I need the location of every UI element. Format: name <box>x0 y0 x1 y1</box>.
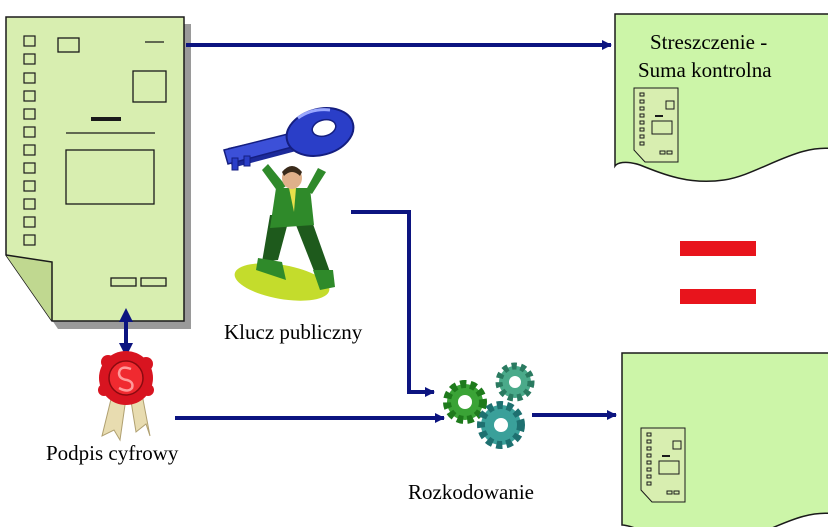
wax-seal-icon <box>98 351 154 442</box>
document-small-icon-2 <box>640 427 686 503</box>
decoding-label: Rozkodowanie <box>408 480 534 504</box>
double-arrow <box>119 308 133 357</box>
document-small-icon <box>633 87 679 163</box>
arrow-key-to-decode <box>351 210 435 397</box>
key-icon <box>223 107 355 171</box>
summary-title-line1: Streszczenie - <box>650 30 768 54</box>
flow-arrows <box>175 40 617 423</box>
checkbox-column <box>23 35 36 246</box>
signature-label: Podpis cyfrowy <box>46 441 179 465</box>
source-document-icon <box>5 16 191 329</box>
public-key-label: Klucz publiczny <box>224 320 363 344</box>
equals-sign <box>680 241 756 304</box>
key-person-icon <box>234 164 335 301</box>
summary-title-line2: Suma kontrolna <box>638 58 772 82</box>
gears-icon <box>443 362 535 449</box>
